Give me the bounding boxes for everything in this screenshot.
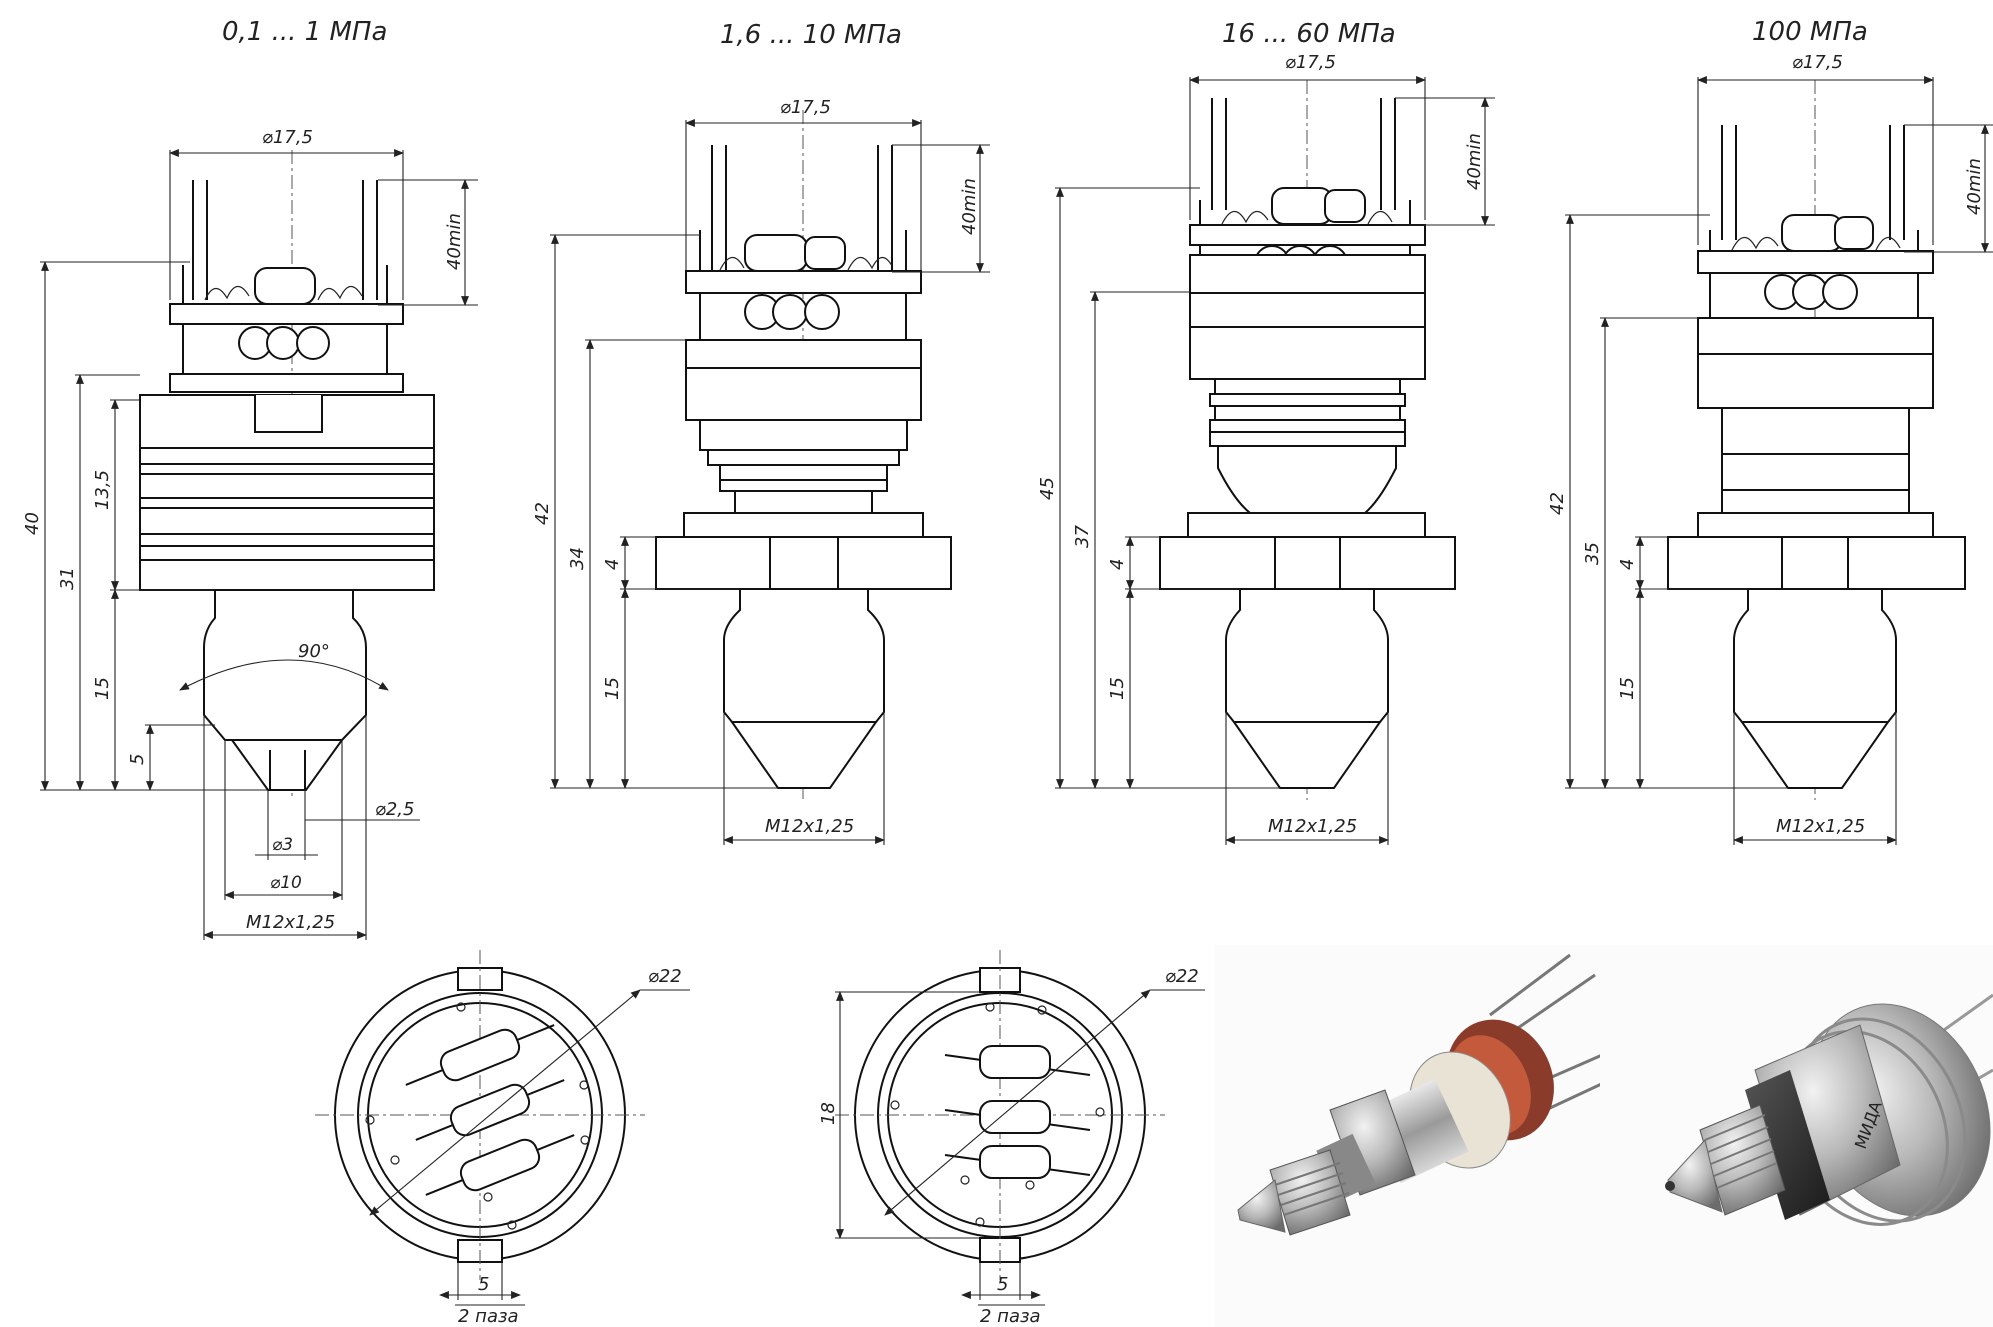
view-1-h-total: 40: [22, 512, 43, 535]
sensor-photo-1: [1215, 945, 1626, 1327]
bottom-view-2-slot-w: 5: [997, 1274, 1008, 1295]
bottom-view-2: ⌀22 18 5 2 паза: [818, 950, 1205, 1327]
view-1-title: 0,1 ... 1 МПа: [222, 17, 387, 47]
view-1-h-tip: 5: [127, 754, 148, 765]
view-3-min-len: 40min: [1464, 133, 1485, 190]
view-4-h-total: 42: [1547, 492, 1568, 515]
view-4-title: 100 МПа: [1752, 17, 1868, 47]
view-2-h-mid: 34: [567, 547, 588, 570]
view-4: 100 МПа ⌀17,5 40min 42 35: [1547, 17, 1993, 845]
resistor-group-2: [944, 1045, 1091, 1179]
view-1-angle: 90°: [298, 641, 330, 662]
view-4-h-mid: 35: [1582, 542, 1603, 565]
view-2-diam-top: ⌀17,5: [780, 97, 831, 118]
view-2-thread: M12x1,25: [765, 816, 854, 837]
bottom-view-1-slot-w: 5: [478, 1274, 489, 1295]
view-1-d-tip: ⌀10: [270, 873, 302, 893]
view-3-h-mid: 37: [1072, 525, 1093, 548]
view-4-h-thread: 15: [1617, 677, 1638, 700]
bottom-view-2-diam: ⌀22: [1165, 966, 1199, 987]
view-2-h-nut: 4: [602, 559, 623, 570]
view-3-h-total: 45: [1037, 477, 1058, 500]
bottom-view-1-slots: 2 паза: [458, 1306, 519, 1327]
view-1-d-hole: ⌀2,5: [375, 799, 414, 820]
view-4-thread: M12x1,25: [1776, 816, 1865, 837]
view-1-min-len: 40min: [444, 213, 465, 270]
view-4-min-len: 40min: [1964, 158, 1985, 215]
bottom-view-2-height: 18: [818, 1102, 839, 1125]
view-3-thread: M12x1,25: [1268, 816, 1357, 837]
view-2-h-total: 42: [532, 502, 553, 525]
view-1-h-body: 13,5: [92, 470, 113, 510]
sensor-photo-2: МИДА: [1600, 945, 1993, 1327]
view-2: 1,6 ... 10 МПа ⌀17,5 40min: [532, 20, 990, 845]
view-2-min-len: 40min: [959, 178, 980, 235]
view-3: 16 ... 60 МПа ⌀17,5 40min: [1037, 19, 1495, 845]
view-1-h-thread: 15: [92, 677, 113, 700]
view-1-d-small: ⌀3: [272, 835, 293, 855]
bottom-view-1-diam: ⌀22: [648, 966, 682, 987]
view-4-diam-top: ⌀17,5: [1792, 52, 1843, 73]
view-3-h-thread: 15: [1107, 677, 1128, 700]
view-3-title: 16 ... 60 МПа: [1222, 19, 1396, 49]
bottom-view-1: ⌀22 5 2 паза: [315, 950, 690, 1327]
view-2-h-thread: 15: [602, 677, 623, 700]
bottom-view-2-slots: 2 паза: [980, 1306, 1041, 1327]
view-4-h-nut: 4: [1617, 559, 1638, 570]
view-1-thread: M12x1,25: [246, 912, 335, 933]
view-1: 0,1 ... 1 МПа 90° ⌀17,5: [22, 17, 478, 940]
view-3-h-nut: 4: [1107, 559, 1128, 570]
view-3-diam-top: ⌀17,5: [1285, 52, 1336, 73]
view-1-diam-top: ⌀17,5: [262, 127, 313, 148]
resistor-group: [405, 1024, 575, 1196]
view-2-title: 1,6 ... 10 МПа: [720, 20, 902, 50]
view-1-h-mid: 31: [57, 567, 78, 590]
